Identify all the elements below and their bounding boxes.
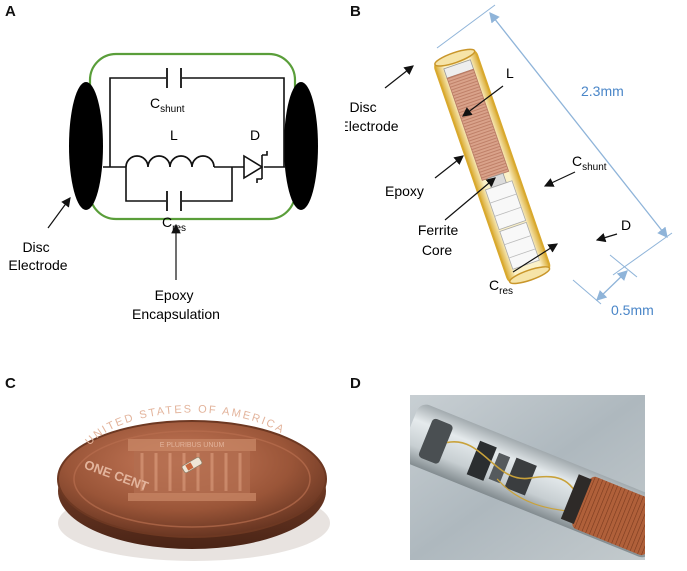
panel-letter-b: B	[350, 3, 361, 20]
panel-letter-a: A	[5, 3, 16, 20]
lincoln-memorial-relief	[128, 439, 256, 501]
diameter-dimension	[572, 254, 638, 305]
c-res-capacitor-symbol	[166, 191, 182, 211]
diode-label-b: D	[621, 217, 631, 233]
panel-a-circuit-diagram: Cshunt L D Cres Disc Electrode Epoxy Enc…	[8, 52, 318, 322]
top-disc-electrode	[434, 48, 476, 67]
c-shunt-label: Cshunt	[150, 95, 185, 115]
epoxy-arrow	[434, 155, 464, 179]
disc-electrode-arrow	[47, 197, 71, 229]
panel-letter-d: D	[350, 375, 361, 392]
copper-coil	[572, 476, 645, 556]
inductor-coil-symbol	[125, 155, 215, 168]
miniature-device-on-penny	[181, 456, 203, 474]
diode-symbol	[243, 151, 268, 183]
panel-letter-c: C	[5, 375, 16, 392]
diode-label: D	[250, 127, 260, 143]
panel-d-device-micrograph	[410, 395, 645, 560]
length-label: 2.3mm	[581, 83, 624, 99]
c-shunt-label-b: Cshunt	[572, 153, 607, 173]
disc-electrode-label: Disc Electrode	[8, 239, 67, 273]
epoxy-encapsulation-label: Epoxy Encapsulation	[132, 287, 220, 322]
inductor-arrow	[462, 85, 504, 117]
right-disc-electrode	[284, 82, 318, 210]
epoxy-label-b: Epoxy	[385, 183, 424, 199]
ferrite-core-arrow	[444, 177, 496, 221]
c-res-arrow	[512, 243, 559, 273]
left-disc-electrode	[69, 82, 103, 210]
diameter-label: 0.5mm	[611, 302, 654, 318]
ferrite-core-label: Ferrite Core	[418, 222, 462, 258]
c-shunt-arrow	[543, 171, 576, 187]
panel-b-device-drawing: 2.3mm 0.5mm Disc Electrode L Epoxy Cshun…	[345, 4, 673, 318]
c-res-label: Cres	[162, 214, 186, 234]
inductor-label-b: L	[506, 65, 514, 81]
inductor-label: L	[170, 127, 178, 143]
diode-component	[466, 440, 497, 481]
length-dimension	[436, 4, 673, 276]
coin-text-pillars: E PLURIBUS UNUM	[160, 442, 225, 449]
disc-electrode-arrow-b	[384, 65, 414, 89]
c-shunt-capacitor-symbol	[166, 68, 182, 88]
bottom-disc-electrode	[508, 266, 551, 285]
diode-arrow	[595, 232, 618, 243]
disc-electrode-label-b: Disc Electrode	[345, 99, 399, 134]
panel-c-penny-photo: UNITED STATES OF AMERICA E PLURIBUS UNUM…	[57, 403, 330, 561]
c-res-label-b: Cres	[489, 277, 513, 297]
